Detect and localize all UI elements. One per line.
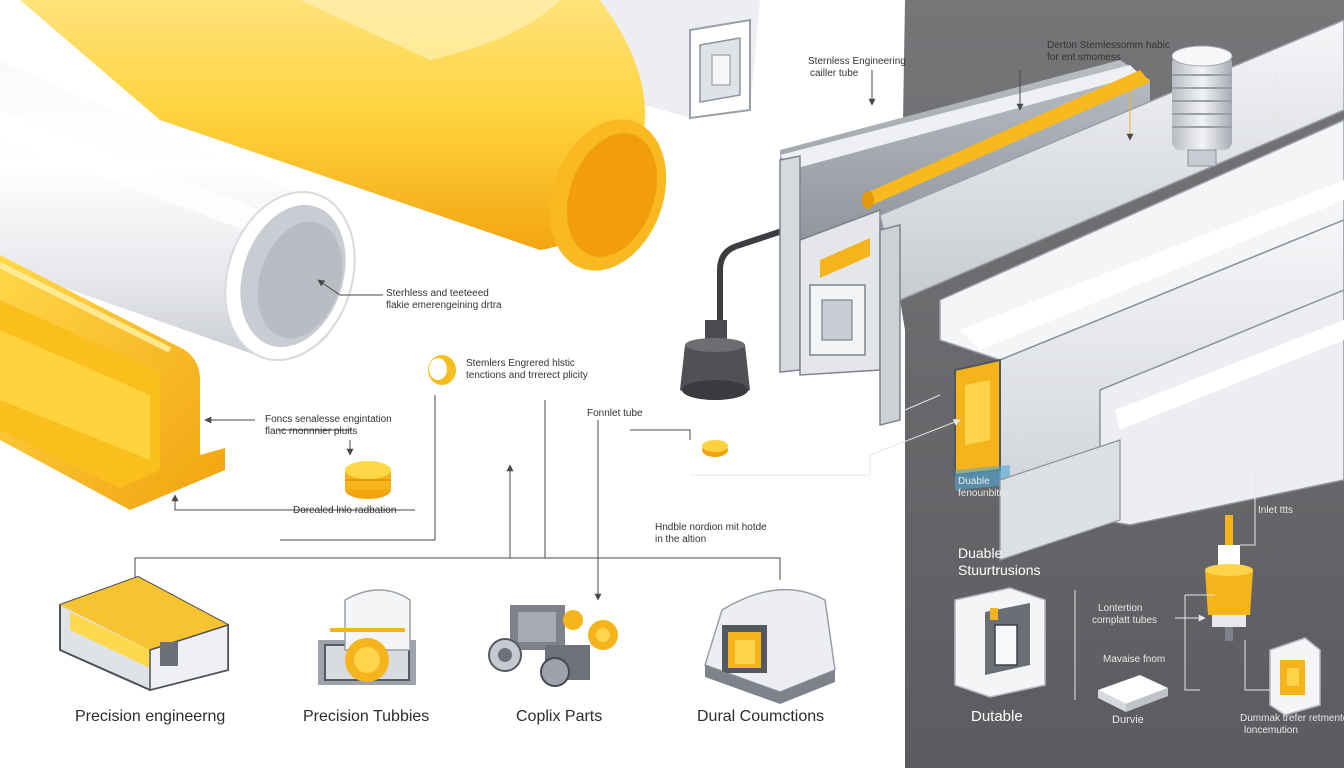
callout-durable-small-line1: Duable (958, 476, 990, 487)
callout-mavaise: Mavaise fnom (1103, 654, 1166, 665)
callout-inlet: Inlet ttts (1258, 505, 1294, 516)
sensor-with-cable (680, 207, 869, 400)
callout-compound-line2: complatt tubes (1092, 615, 1158, 626)
leader-lines (134, 70, 1134, 601)
caption-coplix-parts: Coplix Parts (516, 708, 603, 725)
callout-top-center-line2: cailler tube (810, 68, 859, 79)
icon-precision-engineering (59, 575, 229, 692)
callout-cap-line1: Stemlers Engrered hlstic (466, 358, 575, 369)
callout-coin: Dorealed lnlo radbation (293, 505, 397, 516)
aluminium-profile-assembly (779, 19, 1344, 562)
callout-bottom-right-line2: loncemution (1244, 725, 1298, 736)
yellow-coin-stack (345, 461, 391, 499)
icon-durvie-tile (1098, 675, 1168, 712)
panel-heading-line2: Stuurtrusions (958, 562, 1041, 578)
icon-compound-fitting (1205, 515, 1253, 641)
callout-cap-line2: tenctions and trrerect plicity (466, 370, 588, 381)
callout-top-right-line2: for ent smomess (1047, 52, 1121, 63)
caption-durvie: Durvie (1112, 714, 1144, 726)
yellow-channel-profile (0, 255, 225, 510)
icon-precision-tubbies (318, 589, 416, 685)
callout-profile-line1: Foncs senalesse engintation (265, 414, 392, 425)
caption-dural-coumctions: Dural Coumctions (697, 708, 825, 725)
icon-complex-parts (488, 605, 618, 687)
yellow-cap-small (428, 355, 456, 385)
callout-profile-line2: flanc rnonnnier pluits (265, 426, 358, 437)
icon-small-profile (1269, 637, 1321, 716)
callout-bottom-right-line1: Dummak trefer retmented (1240, 713, 1344, 724)
icon-dural-connections (704, 588, 836, 704)
callout-handle-line1: Hndble nordion mit hotde (655, 522, 767, 533)
callout-durable-small-line2: fenounbitrs (958, 488, 1008, 499)
caption-precision-tubbies: Precision Tubbies (303, 708, 430, 725)
caption-dutable: Dutable (971, 708, 1023, 725)
callout-top-right-line1: Derton Stemlessomm habic (1047, 40, 1170, 51)
ribbed-cylinder-fitting (1171, 45, 1233, 167)
yellow-round-tube (20, 0, 667, 271)
callout-handle-line2: in the altion (655, 534, 707, 545)
white-round-tube (0, 60, 356, 362)
callout-fonnlet-tube: Fonnlet tube (587, 408, 643, 419)
callout-pipe-line1: Sterhless and teeteeed (386, 288, 489, 299)
callout-top-center-line1: Sternless Engineering (808, 56, 906, 67)
icon-durable-block (954, 587, 1046, 698)
caption-precision-engineering: Precision engineerng (75, 708, 226, 725)
leader-lines-dark (690, 70, 1279, 700)
callout-pipe-line2: flakie emerengeining drtra (386, 300, 502, 311)
panel-heading-line1: Duable (958, 545, 1003, 561)
callout-compound-line1: Lontertion (1098, 603, 1143, 614)
yellow-coin-small (702, 440, 728, 457)
